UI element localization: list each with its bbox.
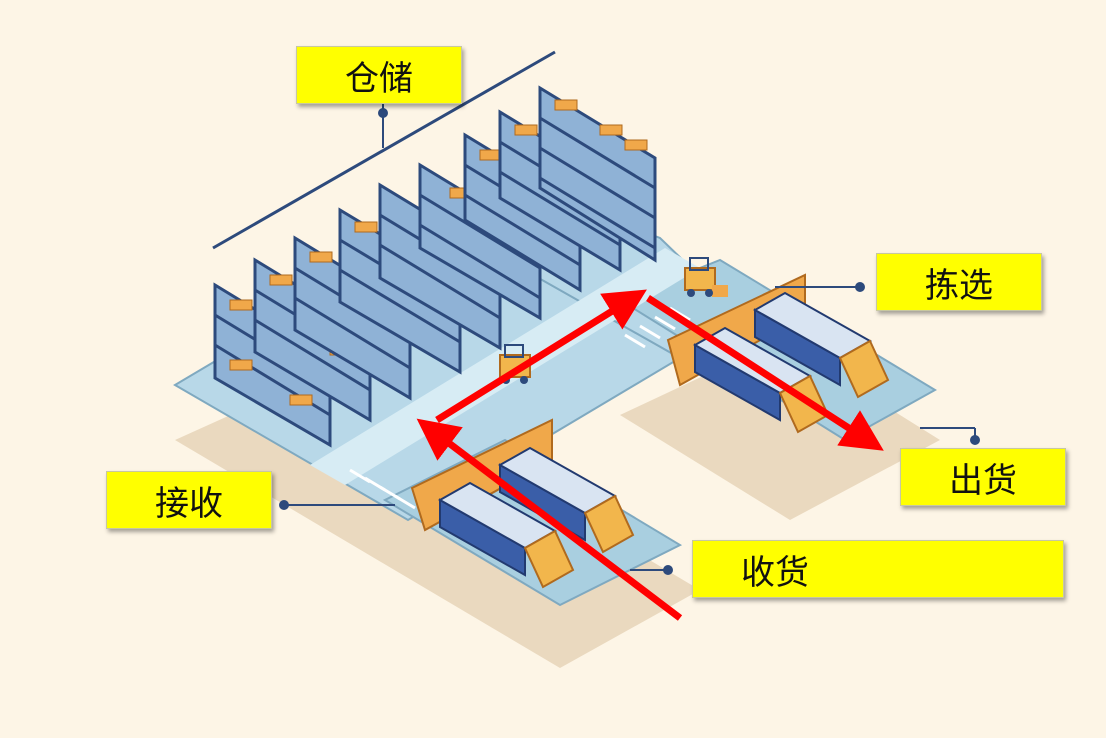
storage-label-text: 仓储 — [345, 58, 413, 99]
storage-bracket-line — [212, 50, 556, 250]
truck-icon — [437, 481, 575, 589]
receiving-flow-arrow — [416, 418, 683, 621]
receiving-area-label-text: 接收 — [155, 483, 223, 524]
receiving-goods-label-text: 收货 — [741, 552, 809, 593]
rack-row — [418, 162, 542, 321]
label-connectors — [279, 104, 980, 575]
putaway-flow-arrow — [435, 289, 647, 423]
storage-label: 仓储 — [296, 46, 462, 104]
picking-label: 拣选 — [876, 253, 1042, 311]
receiving-goods-label: 收货 — [692, 540, 1064, 598]
storage-racks — [213, 85, 657, 448]
shipping-flow-arrow — [646, 295, 884, 451]
forklift-icon — [684, 257, 728, 297]
picking-label-text: 拣选 — [925, 265, 993, 306]
truck-icon — [497, 446, 635, 554]
shipping-label: 出货 — [900, 448, 1066, 506]
shipping-label-text: 出货 — [949, 460, 1017, 501]
rack-row — [538, 85, 657, 263]
flow-arrows — [416, 289, 884, 621]
receiving-area-label: 接收 — [106, 471, 272, 529]
truck-icon — [752, 291, 890, 399]
